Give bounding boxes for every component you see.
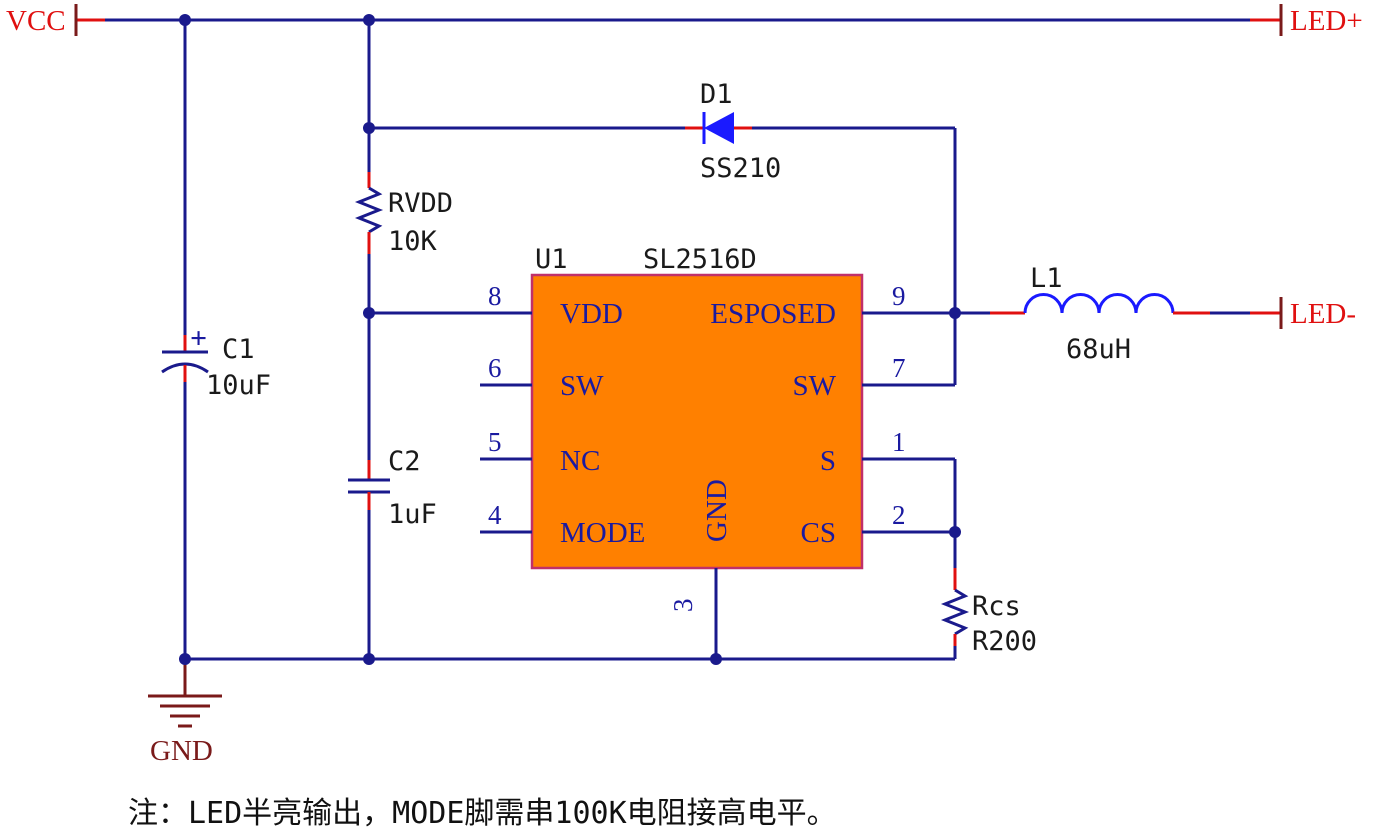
d1-value: SS210 — [700, 153, 781, 184]
c2-ref: C2 — [388, 446, 421, 477]
pin-vdd-name: VDD — [560, 298, 623, 330]
u1-ref: U1 — [535, 244, 568, 275]
pin-s-name: S — [820, 445, 836, 477]
d1-ref: D1 — [700, 79, 733, 110]
pin-esposed-name: ESPOSED — [710, 298, 836, 330]
pin-esposed-num: 9 — [892, 281, 906, 311]
pin-nc-name: NC — [560, 445, 600, 477]
gnd-symbol: GND — [148, 659, 222, 767]
pin-mode-num: 4 — [488, 500, 502, 530]
pin-sw-right-num: 7 — [892, 353, 906, 383]
u1-part: SL2516D — [643, 244, 757, 275]
diode-d1: D1 SS210 — [369, 79, 957, 385]
gnd-label: GND — [150, 735, 213, 767]
pin-sw-left-name: SW — [560, 370, 604, 402]
pin-sw-right-name: SW — [793, 370, 837, 402]
c2-value: 1uF — [388, 499, 437, 530]
l1-value: 68uH — [1066, 334, 1131, 365]
rvdd-ref: RVDD — [388, 188, 453, 219]
chip-right-pins: 9 7 1 2 — [862, 281, 955, 534]
pin-vdd-num: 8 — [488, 281, 502, 311]
chip-u1: U1 SL2516D VDD SW NC MODE ESPOSED SW S C… — [530, 244, 864, 570]
chip-gnd-pin: 3 — [668, 568, 718, 659]
pin-cs-num: 2 — [892, 500, 906, 530]
c1-value: 10uF — [206, 370, 271, 401]
led-plus-label: LED+ — [1290, 5, 1363, 37]
led-minus-port: LED- — [1279, 297, 1356, 330]
pin-s-num: 1 — [892, 427, 906, 457]
led-minus-label: LED- — [1290, 298, 1356, 330]
design-note: 注：LED半亮输出，MODE脚需串100K电阻接高电平。 — [128, 796, 837, 831]
vcc-port: VCC — [6, 4, 78, 37]
pin-cs-name: CS — [801, 517, 836, 549]
pin-gnd-name: GND — [701, 479, 733, 542]
vdd-branch: RVDD 10K C2 1uF — [348, 20, 453, 659]
c1-branch: + C1 10uF — [161, 20, 271, 688]
c1-ref: C1 — [222, 334, 255, 365]
vcc-label: VCC — [6, 5, 66, 37]
pin-mode-name: MODE — [560, 517, 645, 549]
pin-nc-num: 5 — [488, 427, 502, 457]
chip-left-pins: 8 6 5 4 — [369, 281, 532, 534]
rcs-ref: Rcs — [972, 591, 1021, 622]
led-plus-port: LED+ — [1279, 4, 1363, 37]
inductor-l1: L1 68uH — [955, 263, 1280, 365]
junction-dots — [179, 14, 961, 665]
pin-sw-left-num: 6 — [488, 353, 502, 383]
c1-polarity-mark: + — [190, 322, 207, 355]
rvdd-value: 10K — [388, 226, 438, 257]
rcs-value: R200 — [972, 626, 1037, 657]
pin-gnd-num: 3 — [668, 599, 698, 613]
rcs-branch: Rcs R200 — [940, 459, 1037, 659]
l1-ref: L1 — [1030, 263, 1063, 294]
